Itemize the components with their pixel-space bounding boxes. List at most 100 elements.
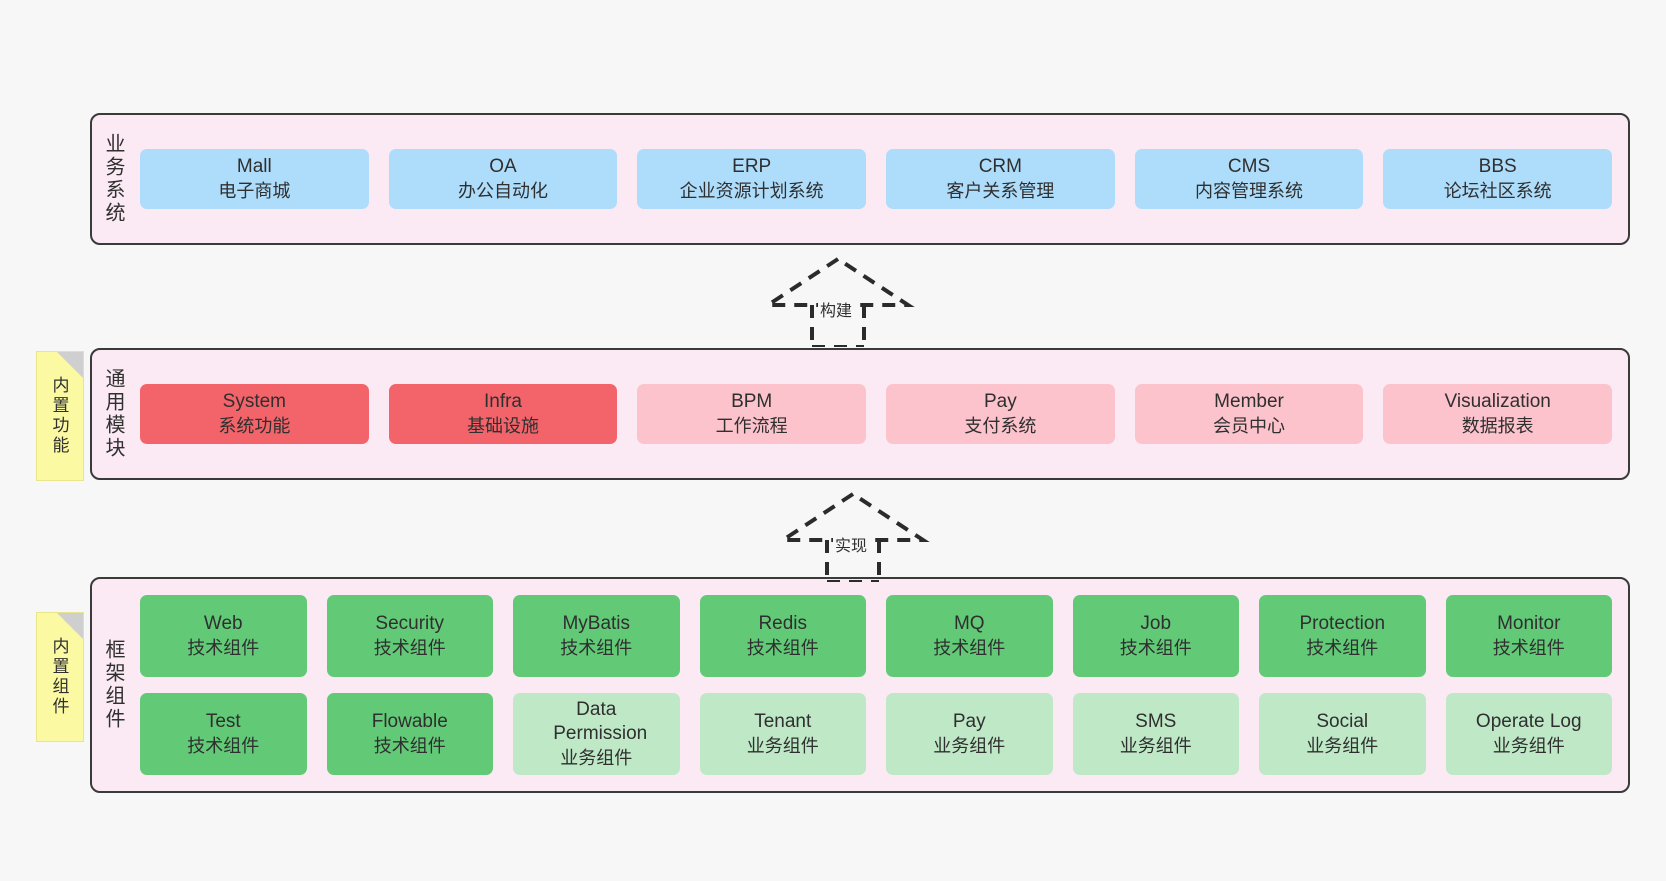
card-subtitle: 企业资源计划系统 <box>679 180 824 201</box>
card-subtitle: 业务组件 <box>1119 735 1192 756</box>
card-visualization[interactable]: Visualization 数据报表 <box>1383 384 1613 444</box>
note-fold-corner-icon <box>57 352 83 378</box>
card-title: BBS <box>1478 156 1517 178</box>
card-mq[interactable]: MQ 技术组件 <box>886 595 1053 677</box>
card-protection[interactable]: Protection 技术组件 <box>1259 595 1426 677</box>
card-title: Data Permission <box>553 699 648 745</box>
layer-common-module[interactable]: 通用模块 System 系统功能 Infra 基础设施 BPM 工作流程 Pay… <box>90 348 1630 480</box>
card-title: ERP <box>732 156 772 178</box>
card-subtitle: 技术组件 <box>187 637 260 658</box>
card-subtitle: 业务组件 <box>560 747 633 768</box>
card-title: Protection <box>1299 613 1386 635</box>
card-row: Web 技术组件 Security 技术组件 MyBatis 技术组件 Redi… <box>140 595 1612 677</box>
layer-common-module-body: System 系统功能 Infra 基础设施 BPM 工作流程 Pay 支付系统… <box>134 350 1628 478</box>
card-security[interactable]: Security 技术组件 <box>326 595 493 677</box>
card-subtitle: 技术组件 <box>746 637 819 658</box>
card-title: OA <box>489 156 517 178</box>
card-infra[interactable]: Infra 基础设施 <box>388 384 618 444</box>
card-title: CRM <box>978 156 1022 178</box>
card-title: Social <box>1316 711 1369 733</box>
card-title: BPM <box>731 391 773 413</box>
card-data-permission[interactable]: Data Permission 业务组件 <box>513 693 680 775</box>
card-mybatis[interactable]: MyBatis 技术组件 <box>513 595 680 677</box>
card-subtitle: 基础设施 <box>467 415 539 436</box>
card-subtitle: 技术组件 <box>1306 637 1379 658</box>
sticky-note-builtin-function[interactable]: 内置功能 <box>36 351 84 481</box>
card-job[interactable]: Job 技术组件 <box>1072 595 1239 677</box>
card-title: Monitor <box>1497 613 1561 635</box>
card-subtitle: 论坛社区系统 <box>1443 180 1552 201</box>
card-subtitle: 技术组件 <box>1119 637 1192 658</box>
card-title: Pay <box>952 711 986 733</box>
card-title: Visualization <box>1444 391 1551 413</box>
connector-build-label: 构建 <box>818 297 855 321</box>
card-web[interactable]: Web 技术组件 <box>140 595 307 677</box>
card-subtitle: 内容管理系统 <box>1195 180 1304 201</box>
card-pay-component[interactable]: Pay 业务组件 <box>886 693 1053 775</box>
card-crm[interactable]: CRM 客户关系管理 <box>886 149 1115 209</box>
card-oa[interactable]: OA 办公自动化 <box>388 149 618 209</box>
card-system[interactable]: System 系统功能 <box>140 384 369 444</box>
card-subtitle: 业务组件 <box>746 735 819 756</box>
card-title: Redis <box>758 613 808 635</box>
card-subtitle: 业务组件 <box>1306 735 1379 756</box>
card-subtitle: 技术组件 <box>373 637 446 658</box>
layer-framework-component-label: 框架组件 <box>102 639 124 731</box>
card-subtitle: 客户关系管理 <box>946 180 1055 201</box>
sticky-note-label: 内置功能 <box>49 376 69 456</box>
card-subtitle: 技术组件 <box>373 735 446 756</box>
layer-business-system-label: 业务系统 <box>102 133 124 225</box>
card-subtitle: 技术组件 <box>933 637 1006 658</box>
card-monitor[interactable]: Monitor 技术组件 <box>1445 595 1612 677</box>
card-title: Test <box>205 711 241 733</box>
sticky-note-builtin-component[interactable]: 内置组件 <box>36 612 84 742</box>
connector-realize: 实现 <box>765 482 955 584</box>
card-redis[interactable]: Redis 技术组件 <box>699 595 866 677</box>
card-pay[interactable]: Pay 支付系统 <box>886 384 1115 444</box>
card-test[interactable]: Test 技术组件 <box>140 693 307 775</box>
note-fold-corner-icon <box>57 613 83 639</box>
card-title: CMS <box>1227 156 1271 178</box>
card-title: Job <box>1140 613 1172 635</box>
card-sms[interactable]: SMS 业务组件 <box>1072 693 1239 775</box>
card-title: MyBatis <box>562 613 631 635</box>
layer-framework-component[interactable]: 框架组件 Web 技术组件 Security 技术组件 MyBatis 技术组件… <box>90 577 1630 793</box>
card-tenant[interactable]: Tenant 业务组件 <box>699 693 866 775</box>
card-cms[interactable]: CMS 内容管理系统 <box>1134 149 1364 209</box>
card-title: Member <box>1214 391 1284 413</box>
card-row: Test 技术组件 Flowable 技术组件 Data Permission … <box>140 693 1612 775</box>
card-subtitle: 电子商城 <box>218 180 291 201</box>
connector-realize-label: 实现 <box>833 532 870 556</box>
layer-common-module-label: 通用模块 <box>102 368 124 460</box>
card-title: System <box>222 391 287 413</box>
card-title: SMS <box>1135 711 1177 733</box>
card-subtitle: 技术组件 <box>1492 637 1565 658</box>
card-subtitle: 支付系统 <box>964 415 1037 436</box>
card-operate-log[interactable]: Operate Log 业务组件 <box>1445 693 1612 775</box>
card-member[interactable]: Member 会员中心 <box>1134 384 1364 444</box>
layer-business-system-body: Mall 电子商城 OA 办公自动化 ERP 企业资源计划系统 CRM 客户关系… <box>134 115 1628 243</box>
card-title: Infra <box>483 391 523 413</box>
card-title: Security <box>375 613 445 635</box>
card-social[interactable]: Social 业务组件 <box>1259 693 1426 775</box>
card-bbs[interactable]: BBS 论坛社区系统 <box>1383 149 1613 209</box>
card-subtitle: 技术组件 <box>187 735 260 756</box>
card-title: Flowable <box>371 711 448 733</box>
card-bpm[interactable]: BPM 工作流程 <box>637 384 867 444</box>
card-title: Pay <box>983 391 1017 413</box>
layer-business-system[interactable]: 业务系统 Mall 电子商城 OA 办公自动化 ERP 企业资源计划系统 CRM… <box>90 113 1630 245</box>
card-subtitle: 业务组件 <box>1492 735 1565 756</box>
card-subtitle: 业务组件 <box>933 735 1006 756</box>
sticky-note-label: 内置组件 <box>49 637 69 717</box>
card-subtitle: 工作流程 <box>715 415 788 436</box>
card-title: Web <box>203 613 243 635</box>
card-mall[interactable]: Mall 电子商城 <box>140 149 369 209</box>
card-title: Mall <box>236 156 272 178</box>
card-flowable[interactable]: Flowable 技术组件 <box>326 693 493 775</box>
card-subtitle: 技术组件 <box>560 637 633 658</box>
connector-build: 构建 <box>750 247 940 349</box>
card-row: Mall 电子商城 OA 办公自动化 ERP 企业资源计划系统 CRM 客户关系… <box>140 149 1613 209</box>
card-row: System 系统功能 Infra 基础设施 BPM 工作流程 Pay 支付系统… <box>140 384 1613 444</box>
card-erp[interactable]: ERP 企业资源计划系统 <box>637 149 867 209</box>
